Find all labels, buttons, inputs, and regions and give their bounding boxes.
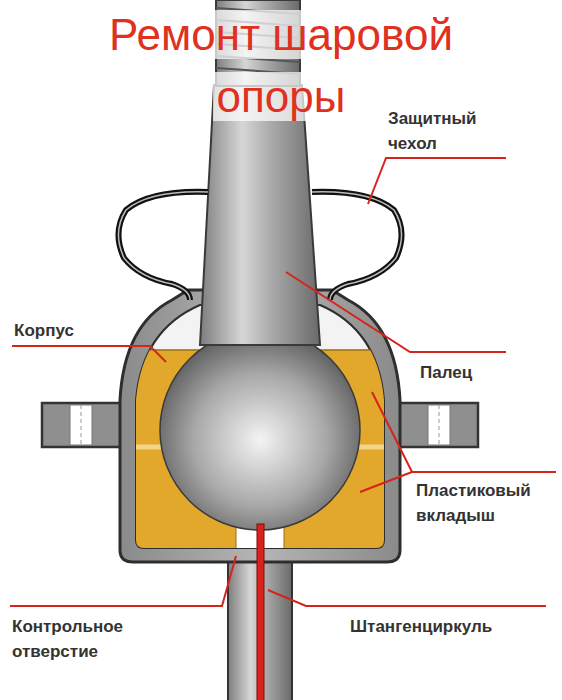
ball: [160, 330, 360, 530]
part-label: Палец: [420, 360, 472, 385]
part-label: Защитный чехол: [388, 106, 500, 156]
part-label: Штангенциркуль: [350, 614, 492, 639]
protective-boot: [118, 192, 401, 300]
part-label: Пластиковый вкладыш: [416, 478, 548, 528]
part-label: Корпус: [14, 318, 74, 343]
part-label: Контрольное отверстие: [12, 614, 144, 664]
caliper-rod: [257, 524, 264, 700]
leader-lines: [10, 158, 556, 606]
title: Ремонт шаровой опоры: [105, 10, 457, 121]
